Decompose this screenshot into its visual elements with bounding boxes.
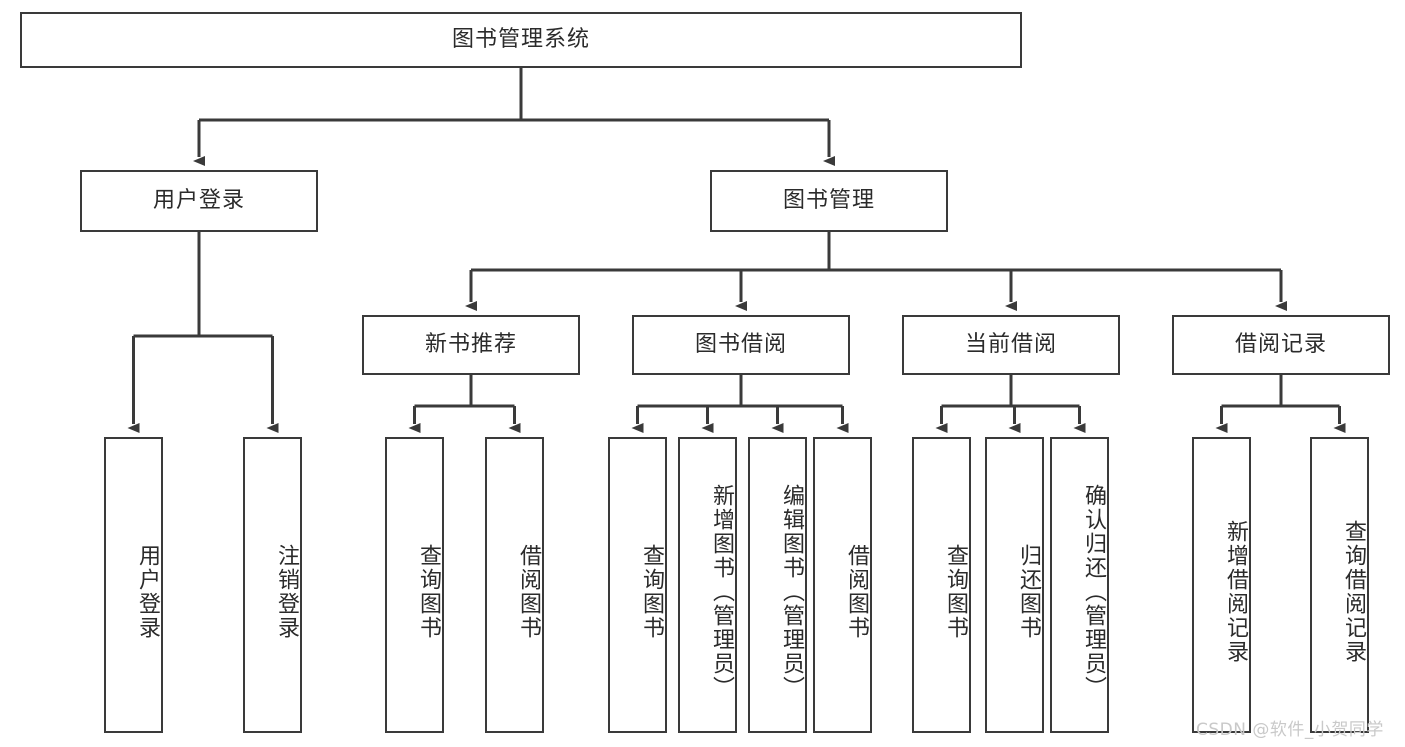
node-leaf-query-book-current[interactable]: 查询图书 — [912, 437, 971, 733]
node-label: 归还图书 — [1016, 544, 1041, 640]
node-label: 查询借阅记录 — [1341, 520, 1366, 664]
node-label: 图书管理系统 — [451, 26, 590, 52]
node-label: 编辑图书（管理员） — [779, 484, 804, 700]
node-leaf-borrow-book[interactable]: 借阅图书 — [813, 437, 872, 733]
node-book-borrow[interactable]: 图书借阅 — [632, 315, 850, 375]
node-leaf-query-book-borrow[interactable]: 查询图书 — [608, 437, 667, 733]
node-label: 新增图书（管理员） — [709, 484, 734, 700]
node-label: 新增借阅记录 — [1223, 520, 1248, 664]
node-label: 确认归还（管理员） — [1081, 484, 1106, 700]
node-book-manage[interactable]: 图书管理 — [710, 170, 948, 232]
node-root-图书管理系统[interactable]: 图书管理系统 — [20, 12, 1022, 68]
node-leaf-borrow-book-new[interactable]: 借阅图书 — [485, 437, 544, 733]
node-leaf-return-book[interactable]: 归还图书 — [985, 437, 1044, 733]
node-label: 图书管理 — [782, 187, 875, 213]
node-leaf-user-logout[interactable]: 注销登录 — [243, 437, 302, 733]
node-label: 新书推荐 — [424, 331, 517, 357]
csdn-watermark: CSDN @软件_小贺同学 — [1196, 720, 1384, 740]
node-borrow-record[interactable]: 借阅记录 — [1172, 315, 1390, 375]
node-label: 注销登录 — [274, 544, 299, 640]
node-label: 借阅记录 — [1234, 331, 1327, 357]
node-leaf-query-record[interactable]: 查询借阅记录 — [1310, 437, 1369, 733]
node-new-book-recommend[interactable]: 新书推荐 — [362, 315, 580, 375]
node-leaf-add-record[interactable]: 新增借阅记录 — [1192, 437, 1251, 733]
node-label: 查询图书 — [416, 544, 441, 640]
node-label: 图书借阅 — [694, 331, 787, 357]
node-leaf-query-book-new[interactable]: 查询图书 — [385, 437, 444, 733]
node-current-borrow[interactable]: 当前借阅 — [902, 315, 1120, 375]
node-label: 借阅图书 — [516, 544, 541, 640]
node-label: 当前借阅 — [964, 331, 1057, 357]
node-label: 借阅图书 — [844, 544, 869, 640]
node-label: 查询图书 — [639, 544, 664, 640]
node-leaf-confirm-return[interactable]: 确认归还（管理员） — [1050, 437, 1109, 733]
node-user-login[interactable]: 用户登录 — [80, 170, 318, 232]
node-label: 用户登录 — [135, 544, 160, 640]
node-leaf-add-book[interactable]: 新增图书（管理员） — [678, 437, 737, 733]
node-leaf-edit-book[interactable]: 编辑图书（管理员） — [748, 437, 807, 733]
node-leaf-user-login[interactable]: 用户登录 — [104, 437, 163, 733]
node-label: 用户登录 — [152, 187, 245, 213]
node-label: 查询图书 — [943, 544, 968, 640]
